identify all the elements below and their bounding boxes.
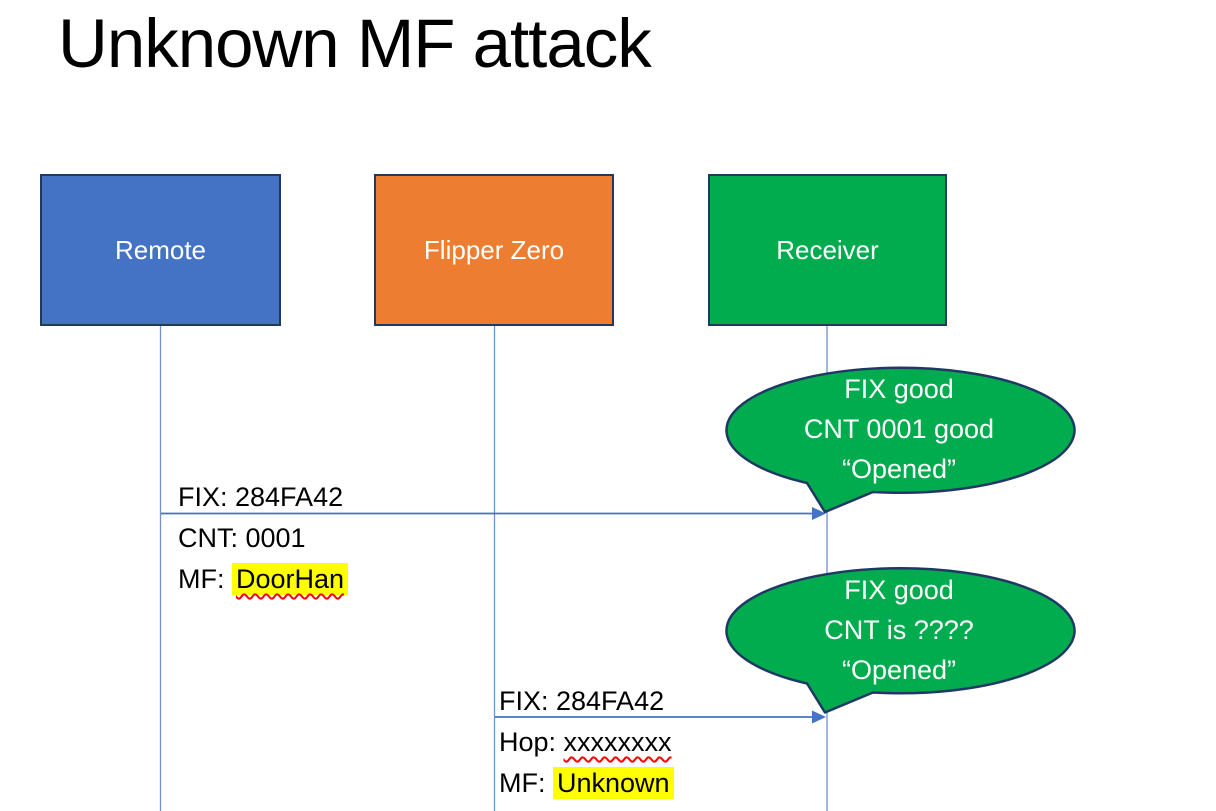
callout-second-line-1: FIX good bbox=[844, 575, 954, 605]
actor-label-flipper-zero: Flipper Zero bbox=[423, 234, 565, 265]
message1-mf-value-highlighted: DoorHan bbox=[232, 563, 349, 595]
message2-hop-prefix: Hop: bbox=[499, 727, 564, 757]
actor-box-flipper-zero: Flipper Zero bbox=[374, 174, 614, 326]
message1-mf-line: MF: DoorHan bbox=[178, 559, 349, 600]
callout-second-line-2: CNT is ???? bbox=[824, 615, 974, 645]
callout-text-second: FIX good CNT is ???? “Opened” bbox=[725, 570, 1073, 690]
message2-hop-value: xxxxxxxx bbox=[563, 727, 672, 757]
message-remote-to-receiver: FIX: 284FA42 CNT: 0001 MF: DoorHan bbox=[178, 477, 349, 600]
message2-mf-value-highlighted: Unknown bbox=[553, 767, 674, 799]
message2-fix-line: FIX: 284FA42 bbox=[499, 686, 665, 716]
actor-label-remote: Remote bbox=[114, 234, 207, 265]
arrowhead-flipper-to-receiver bbox=[812, 710, 826, 724]
slide-title: Unknown MF attack bbox=[58, 5, 652, 82]
message1-fix-line: FIX: 284FA42 bbox=[178, 482, 344, 512]
message1-cnt-line: CNT: 0001 bbox=[178, 523, 306, 553]
callout-second-line-3: “Opened” bbox=[841, 655, 957, 685]
callout-bubble-second bbox=[725, 567, 1076, 714]
actor-label-receiver: Receiver bbox=[776, 234, 879, 265]
callout-first-line-3: “Opened” bbox=[841, 454, 957, 484]
callout-text-first: FIX good CNT 0001 good “Opened” bbox=[725, 369, 1073, 489]
arrowhead-remote-to-receiver bbox=[812, 507, 826, 520]
message-flipper-to-receiver: FIX: 284FA42 Hop: xxxxxxxx MF: Unknown bbox=[499, 681, 674, 804]
callout-first-line-1: FIX good bbox=[844, 374, 954, 404]
actor-box-receiver: Receiver bbox=[708, 174, 947, 326]
message1-mf-prefix: MF: bbox=[178, 564, 232, 594]
message2-hop-line: Hop: xxxxxxxx bbox=[499, 722, 674, 763]
callout-first-line-2: CNT 0001 good bbox=[803, 414, 995, 444]
message2-mf-prefix: MF: bbox=[499, 768, 553, 798]
message2-mf-line: MF: Unknown bbox=[499, 763, 674, 804]
actor-box-remote: Remote bbox=[40, 174, 281, 326]
callout-bubble-first bbox=[725, 366, 1076, 514]
